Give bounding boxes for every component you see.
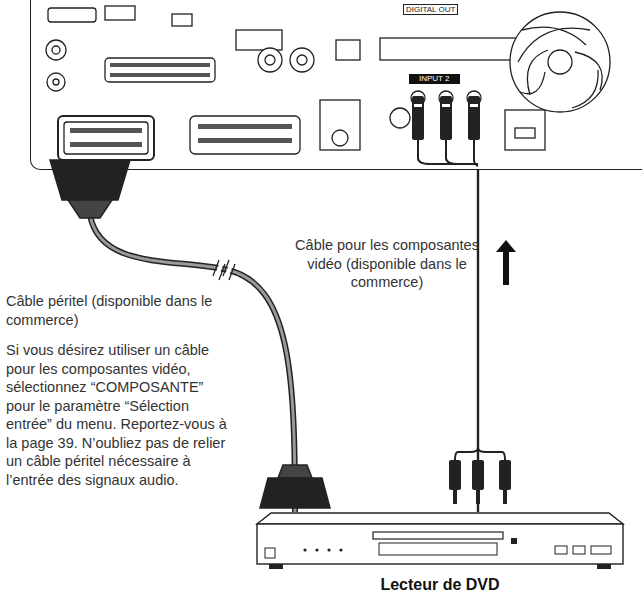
port-label: DIGITAL OUT (403, 4, 458, 15)
note-text: Si vous désirez utiliser un câble pour l… (6, 341, 228, 489)
rear-panel: DIGITAL OUT INPUT 2 (30, 0, 642, 170)
device-name: Lecteur de DVD (255, 576, 625, 594)
dvd-player: Lecteur de DVD (255, 512, 625, 572)
cable-label: Câble péritel (disponible dans le commer… (6, 292, 228, 329)
cable-label: Câble pour les composantes vidéo (dispon… (292, 236, 482, 292)
input-label: INPUT 2 (409, 74, 460, 84)
dvd-body (255, 512, 625, 572)
